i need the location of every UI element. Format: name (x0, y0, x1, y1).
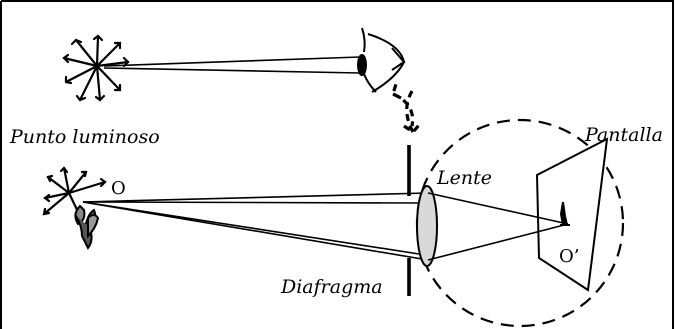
inverted-image-icon (559, 201, 570, 226)
label-image-point: O’ (559, 246, 579, 267)
dashed-reference-arrow (391, 83, 422, 135)
image-rays (427, 192, 569, 261)
label-diafragma: Diafragma (280, 276, 383, 298)
candle-object-icon (74, 204, 100, 250)
label-punto-luminoso: Punto luminoso (9, 126, 160, 148)
top-light-rays (103, 56, 361, 74)
object-rays (82, 192, 429, 261)
lens (416, 185, 438, 267)
eye-icon (357, 27, 406, 93)
top-light-source-icon (62, 34, 130, 102)
screen-pantalla (535, 137, 609, 292)
label-lente: Lente (436, 167, 492, 189)
label-pantalla: Pantalla (584, 124, 663, 146)
light-source-icon (42, 166, 107, 218)
label-object-point: O (111, 178, 126, 199)
